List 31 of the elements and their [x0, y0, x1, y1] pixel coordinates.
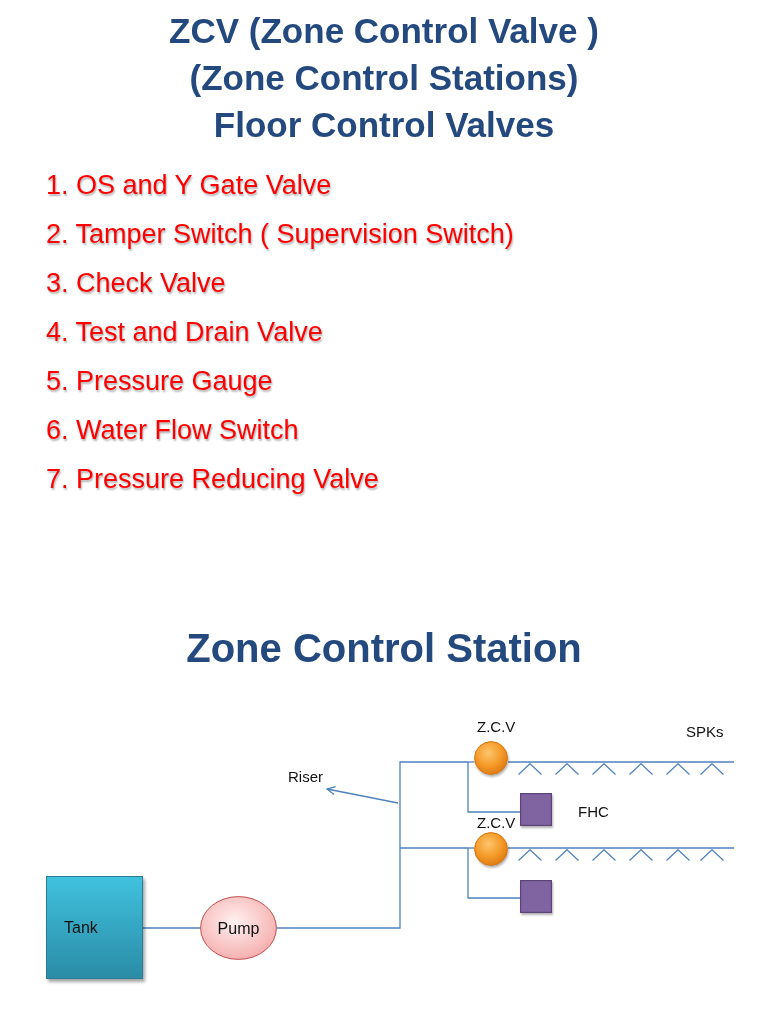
- pipe-line: [399, 761, 469, 849]
- list-item: 7. Pressure Reducing Valve: [46, 463, 379, 496]
- symbol-label: Z.C.V: [477, 718, 516, 736]
- pipe-line: [467, 761, 476, 763]
- node-label: Riser: [288, 768, 323, 786]
- node-label: Pump: [217, 918, 260, 938]
- list-item: 3. Check Valve: [46, 267, 226, 300]
- pipe-line: [276, 847, 401, 929]
- list-item: 5. Pressure Gauge: [46, 365, 273, 398]
- list-item: 2. Tamper Switch ( Supervision Switch): [46, 218, 514, 251]
- pipe-line: [142, 927, 201, 929]
- valve-circle: [474, 832, 508, 866]
- pipe-line: [467, 761, 521, 813]
- pipe-line: [507, 847, 735, 849]
- pipe-line: [467, 847, 476, 849]
- pipe-line: [399, 847, 469, 849]
- cabinet-square: [520, 880, 552, 913]
- cabinet-square: [520, 793, 552, 826]
- slide-title: ZCV (Zone Control Valve ) (Zone Control Stations) Floor Control Valves: [168, 10, 600, 146]
- pipe-line: [467, 847, 521, 899]
- arrow: [326, 785, 399, 804]
- symbol-label: FHC: [578, 803, 609, 821]
- diagram-label: SPKs: [686, 723, 724, 741]
- list-item: 6. Water Flow Switch: [46, 414, 299, 447]
- tank-block: Tank: [46, 876, 143, 979]
- list-item: 1. OS and Y Gate Valve: [46, 169, 332, 202]
- symbol-label: Z.C.V: [477, 814, 516, 832]
- valve-circle: [474, 741, 508, 775]
- pipe-line: [507, 761, 735, 763]
- section-heading: Zone Control Station: [186, 625, 582, 672]
- list-item: 4. Test and Drain Valve: [46, 316, 323, 349]
